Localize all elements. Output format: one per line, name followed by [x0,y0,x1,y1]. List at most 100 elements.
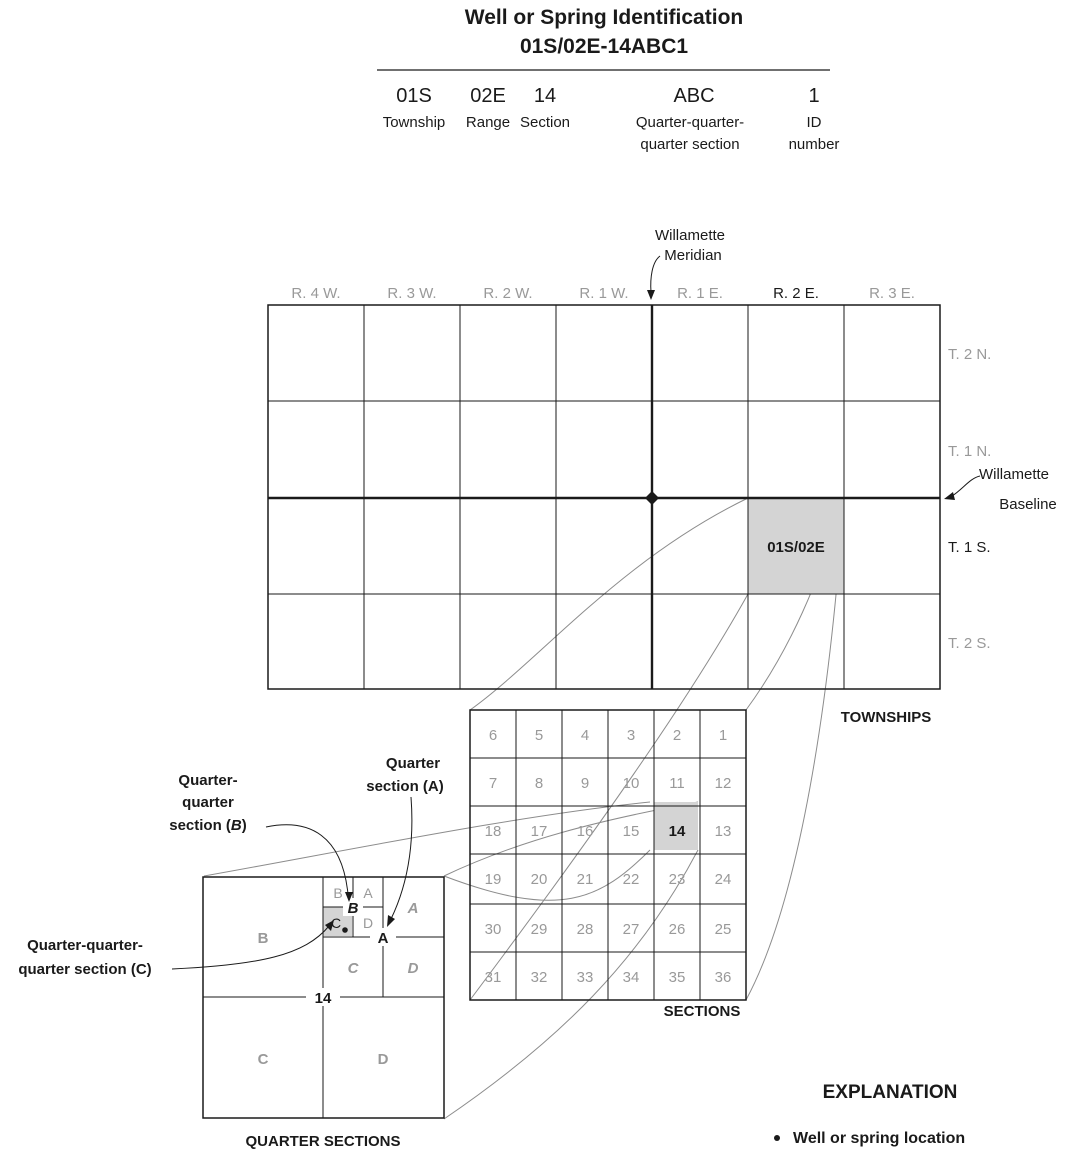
section-number-34: 34 [623,969,640,986]
section-number-5: 5 [535,727,543,744]
callout-line: quarter section (C) [18,961,151,978]
arrow-head [944,492,955,500]
section-number-25: 25 [715,921,732,938]
id-code: 1 [808,85,819,107]
range-label: R. 1 E. [677,285,723,302]
connector-township-to-sections-left [469,497,749,711]
township-label: T. 2 N. [948,346,991,363]
callout-pointer [171,925,330,970]
connector-township-to-sections-bottom [469,593,749,1001]
id-label: Quarter-quarter- [636,114,744,131]
marker-B-label: B [348,900,359,917]
township-label: T. 2 S. [948,635,991,652]
section-number-6: 6 [489,727,497,744]
townships-grid: 01S/02E [267,304,941,690]
callout-line: Quarter-quarter- [27,937,143,954]
section-number-19: 19 [485,871,502,888]
callout-part: ) [242,817,247,834]
callout-pointer [390,796,413,920]
subquarter-label-A: A [407,900,419,917]
section-number-35: 35 [669,969,686,986]
section-number-17: 17 [531,823,548,840]
baseline-label-1: Willamette [979,466,1049,483]
quarter-sections-grid: B C D A C D B A C D A B 14 [202,876,445,1119]
subquarter-label-C: C [348,960,360,977]
section-number-31: 31 [485,969,502,986]
section-number-14: 14 [669,823,686,840]
section-number-15: 15 [623,823,640,840]
callout-line: section (B) [169,817,247,834]
callout-quarter: Quarter section (A) [366,755,444,927]
marker-A-label: A [378,930,389,947]
section-number-23: 23 [669,871,686,888]
connector-section14-to-quarters-top [203,801,651,877]
qqq-label-B: B [333,885,342,901]
qqq-label-A: A [363,885,373,901]
range-label: R. 4 W. [291,285,340,302]
section-number-16: 16 [577,823,594,840]
id-label: ID [807,114,822,131]
id-part-quarter: ABC Quarter-quarter- quarter section [636,85,744,153]
meridian-label-1: Willamette [655,227,725,244]
id-label-2: number [789,136,840,153]
title-line-1: Well or Spring Identification [465,6,743,29]
connector-section14-b [443,849,699,1120]
section-number-21: 21 [577,871,594,888]
section-number-3: 3 [627,727,635,744]
section-number-8: 8 [535,775,543,792]
label-mask [306,988,340,1006]
explanation-heading: EXPLANATION [823,1082,958,1103]
section-number-26: 26 [669,921,686,938]
label-mask [370,928,396,946]
section-number-22: 22 [623,871,640,888]
explanation-item: Well or spring location [793,1130,965,1147]
id-label: Section [520,114,570,131]
section-highlight-cell [654,802,698,850]
id-label: Range [466,114,510,131]
callout-part-italic: B [231,817,242,834]
section-number-33: 33 [577,969,594,986]
initial-point-marker [645,491,659,505]
label-mask [343,898,363,916]
id-part-township: 01S Township [383,85,446,131]
callout-part: section ( [169,817,231,834]
section-number-label: 14 [315,990,332,1007]
quarter-sections-caption: QUARTER SECTIONS [245,1133,400,1150]
title-line-2: 01S/02E-14ABC1 [520,35,688,58]
townships-caption: TOWNSHIPS [841,709,932,726]
id-code: 01S [396,85,432,107]
id-label-2: quarter section [640,136,739,153]
section-number-30: 30 [485,921,502,938]
callout-pointer [265,824,349,895]
arrow-head [345,892,353,902]
range-label: R. 3 E. [869,285,915,302]
id-part-section: 14 Section [520,85,570,131]
section-number-36: 36 [715,969,732,986]
callout-line: Quarter [386,755,440,772]
callout-line: Quarter- [178,772,237,789]
section-number-1: 1 [719,727,727,744]
section-number-20: 20 [531,871,548,888]
id-part-id-number: 1 ID number [789,85,840,153]
section-number-4: 4 [581,727,589,744]
connector-section14-c [443,849,651,901]
township-highlight-cell [748,498,844,594]
id-part-range: 02E Range [466,85,510,131]
quarter-label-D: D [378,1051,389,1068]
quarter-label-B: B [258,930,269,947]
range-label: R. 3 W. [387,285,436,302]
sections-caption: SECTIONS [664,1003,741,1020]
township-highlight-label: 01S/02E [767,539,825,556]
callout-qqq: Quarter-quarter- quarter section (C) [18,920,334,978]
section-number-13: 13 [715,823,732,840]
arrow-head [387,915,395,927]
section-number-9: 9 [581,775,589,792]
range-label: R. 1 W. [579,285,628,302]
id-code: ABC [673,85,714,107]
id-code: 14 [534,85,556,107]
section-number-28: 28 [577,921,594,938]
meridian-pointer [650,255,661,293]
section-number-11: 11 [669,775,685,792]
